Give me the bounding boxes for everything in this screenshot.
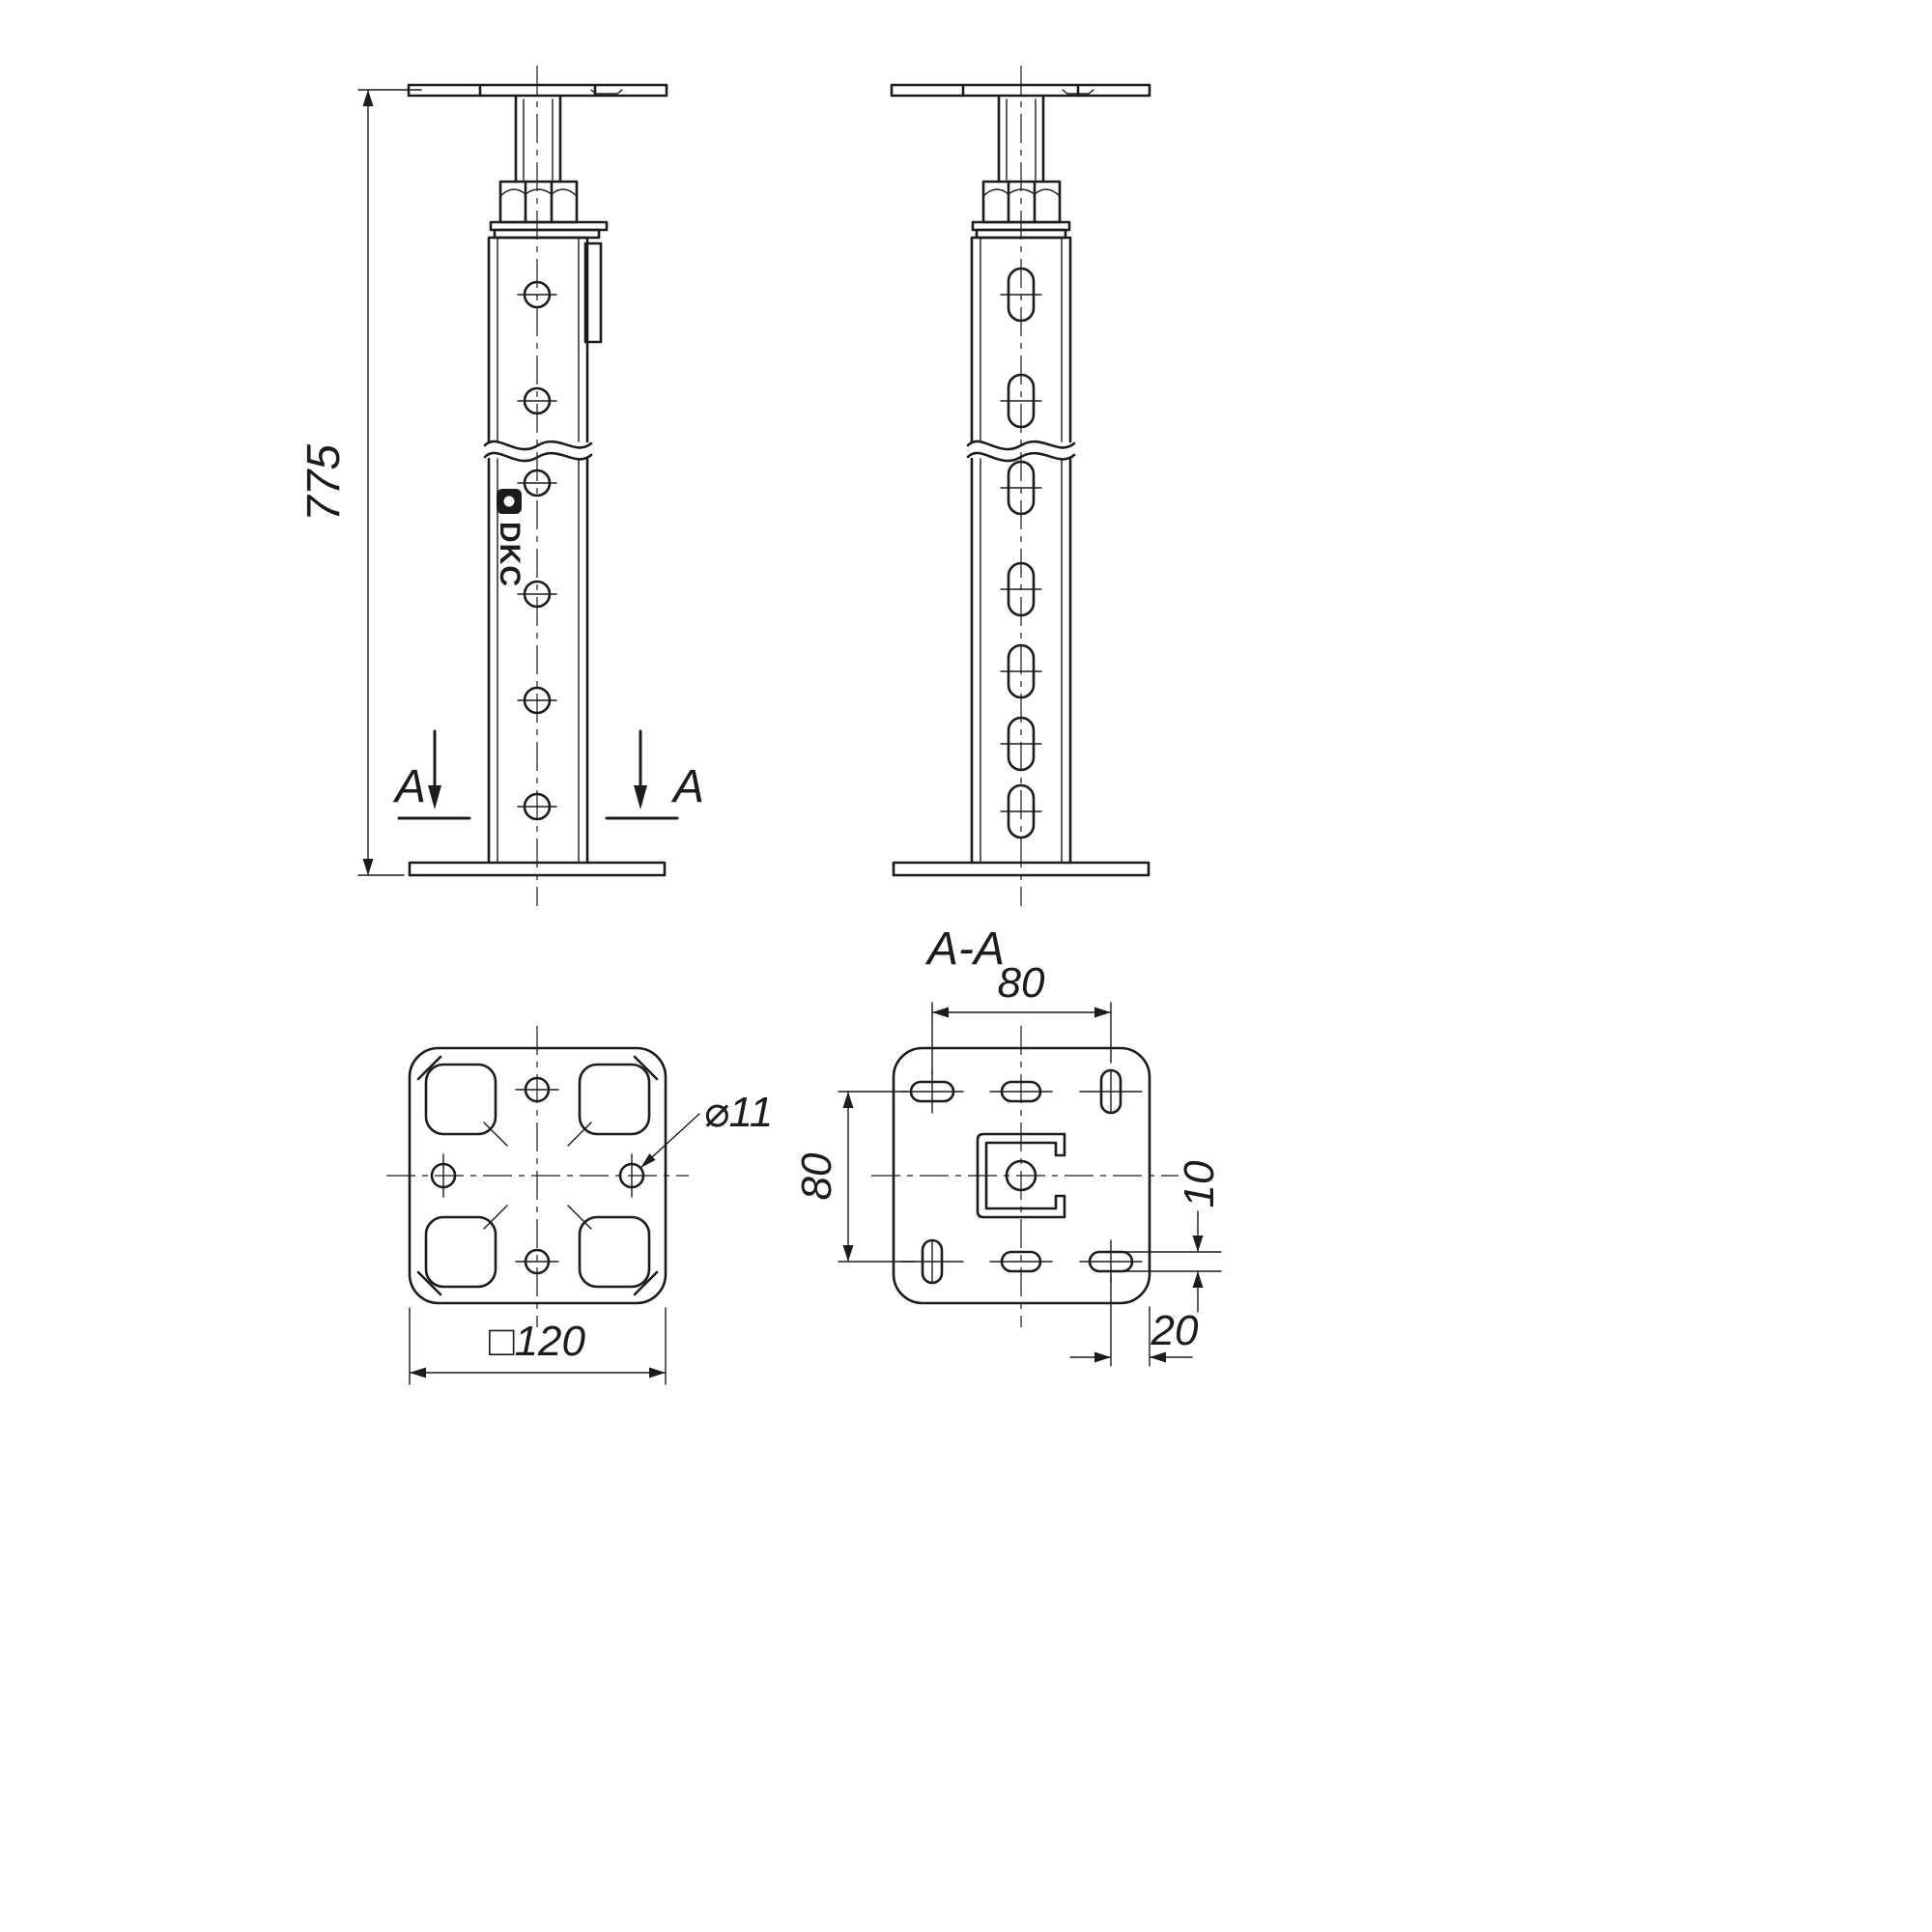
dim-slot-edge-distance-label: 20 [1151, 1307, 1199, 1354]
channel-hole [1005, 1159, 1037, 1192]
column-lower [970, 457, 1072, 865]
plate-holes [430, 1076, 645, 1275]
threaded-rod [514, 94, 562, 184]
top-plate [890, 83, 1151, 98]
dim-spacing-horizontal-label: 80 [998, 959, 1045, 1007]
centerlines [386, 1026, 689, 1327]
dim-hole-diameter-label: ⌀11 [703, 1089, 773, 1136]
section-title-label: A-A [924, 923, 1005, 975]
column-upper [487, 236, 589, 443]
base-plate-edge [892, 861, 1151, 877]
centerlines [871, 1026, 1179, 1327]
dimension-hole-spacing-vertical: 80 [793, 1091, 916, 1263]
column-lower [487, 457, 589, 865]
lock-clamp [583, 242, 603, 344]
base-plate-edge [408, 861, 667, 877]
brand-logo-label: DKC [494, 522, 526, 587]
brand-logo: DKC [494, 489, 526, 587]
column-upper [970, 236, 1072, 443]
section-mark-right-label: A [670, 761, 704, 812]
dimension-hole-diameter: ⌀11 [639, 1089, 773, 1169]
section-mark-left-label: A [392, 761, 426, 812]
break-line [483, 440, 593, 463]
front-view-left: DKC [407, 66, 668, 906]
dim-spacing-vertical-label: 80 [793, 1152, 840, 1200]
dim-overall-height-label: 775 [298, 444, 350, 522]
plate-outline [892, 1046, 1151, 1305]
round-holes [517, 280, 557, 821]
threaded-rod [997, 94, 1045, 184]
collar [489, 220, 609, 240]
dim-slot-width-label: 10 [1176, 1160, 1223, 1208]
hex-nut [498, 180, 579, 224]
section-cut-marks: A A [392, 729, 704, 820]
slotted-holes [1000, 267, 1042, 839]
top-plate [407, 83, 668, 98]
front-view-right [890, 66, 1151, 906]
section-slots [900, 1068, 1143, 1285]
dimension-slot-edge-distance: 20 [1069, 1274, 1199, 1367]
dim-plate-size-label: □120 [489, 1318, 586, 1365]
dimension-overall-height: 775 [298, 89, 422, 876]
dimension-hole-spacing-horizontal: 80 [931, 959, 1112, 1075]
top-view-base-plate: ⌀11 □120 [386, 1026, 773, 1385]
plate-outline [408, 1046, 668, 1305]
dimension-slot-width: 10 [1118, 1160, 1223, 1313]
channel-cross-section [976, 1132, 1066, 1219]
stamped-cross-pattern [416, 1055, 659, 1296]
section-view-a-a: A-A 80 80 [793, 923, 1223, 1367]
dimension-plate-size: □120 [409, 1307, 667, 1385]
break-line [966, 440, 1076, 463]
